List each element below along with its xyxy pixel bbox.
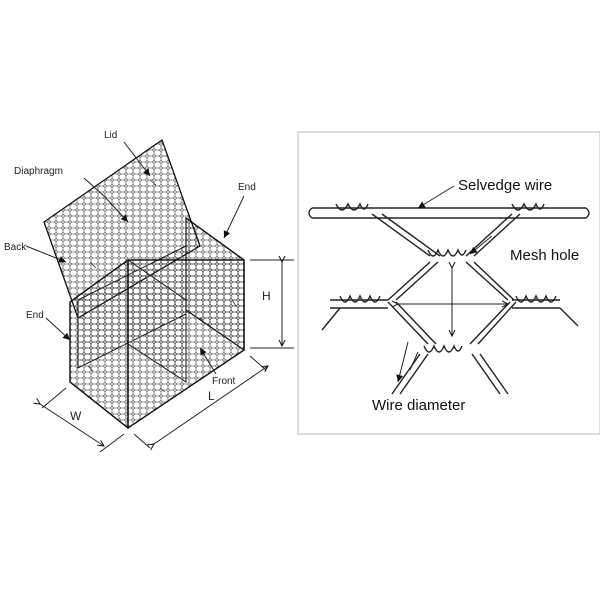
front-panel xyxy=(127,259,245,430)
detail-frame xyxy=(297,131,600,435)
wire-diameter-label: Wire diameter xyxy=(372,397,465,414)
diaphragm-label: Diaphragm xyxy=(14,166,63,177)
mesh-hole-label: Mesh hole xyxy=(510,247,579,264)
length-label: L xyxy=(208,389,215,403)
mesh-detail xyxy=(308,185,590,395)
gabion-box xyxy=(25,138,294,453)
end-label-left: End xyxy=(26,310,44,321)
front-label: Front xyxy=(212,376,236,387)
width-label: W xyxy=(70,409,82,423)
end-label-top: End xyxy=(238,182,256,193)
selvedge-wire-label: Selvedge wire xyxy=(458,177,552,194)
back-label: Back xyxy=(4,242,27,253)
lid-label: Lid xyxy=(104,130,117,141)
height-label: H xyxy=(262,289,271,303)
